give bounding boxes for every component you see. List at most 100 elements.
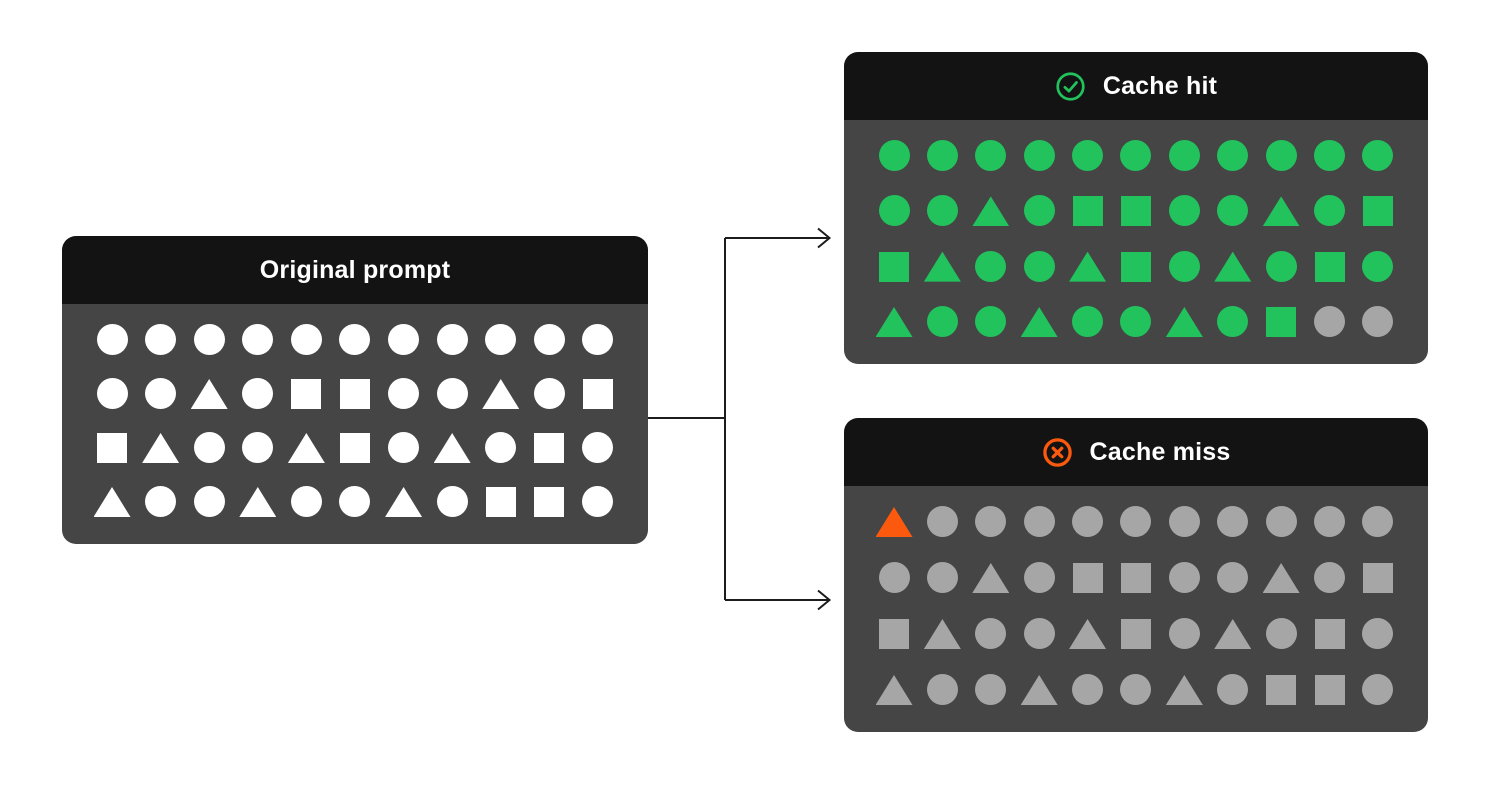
token-square — [530, 487, 568, 517]
token-circle — [875, 562, 913, 593]
token-triangle — [972, 563, 1010, 593]
circle-shape — [290, 486, 322, 517]
token-square — [336, 379, 374, 409]
circle-shape — [1265, 250, 1297, 282]
token-circle — [1214, 562, 1252, 593]
token-circle — [875, 140, 913, 171]
circle-shape — [1265, 140, 1297, 171]
circle-shape — [242, 432, 274, 463]
circle-shape — [290, 324, 322, 355]
token-circle — [1117, 674, 1155, 705]
token-circle — [1117, 305, 1155, 337]
token-circle — [93, 324, 131, 355]
token-triangle — [1214, 619, 1252, 649]
token-circle — [287, 486, 325, 517]
circle-shape — [1362, 618, 1394, 649]
circle-shape — [145, 378, 177, 409]
token-row — [875, 618, 1397, 649]
token-circle — [1069, 674, 1107, 705]
triangle-shape — [1262, 563, 1300, 593]
triangle-shape — [1069, 619, 1107, 649]
token-circle — [1214, 195, 1252, 227]
square-shape — [1120, 563, 1151, 593]
token-circle — [433, 378, 471, 409]
circle-shape — [926, 506, 958, 537]
token-circle — [239, 378, 277, 409]
token-triangle — [875, 507, 913, 537]
token-circle — [385, 432, 423, 463]
circle-shape — [533, 378, 565, 409]
circle-shape — [1023, 506, 1055, 537]
token-circle — [1020, 250, 1058, 282]
triangle-shape — [1214, 251, 1252, 282]
token-circle — [1165, 195, 1203, 227]
token-circle — [923, 562, 961, 593]
token-circle — [1311, 195, 1349, 227]
circle-shape — [1023, 195, 1055, 227]
triangle-shape — [433, 433, 471, 463]
check-circle-icon — [1056, 71, 1085, 101]
token-square — [530, 433, 568, 463]
token-circle — [336, 486, 374, 517]
square-shape — [1120, 619, 1151, 649]
circle-shape — [926, 674, 958, 705]
x-circle-icon — [1042, 437, 1072, 467]
square-shape — [582, 379, 613, 409]
token-circle — [1311, 140, 1349, 171]
triangle-shape — [239, 487, 277, 517]
token-circle — [1262, 506, 1300, 537]
cache-hit-title: Cache hit — [1102, 71, 1218, 100]
token-circle — [1359, 140, 1397, 171]
triangle-shape — [1020, 675, 1058, 705]
square-shape — [534, 487, 565, 517]
token-circle — [287, 324, 325, 355]
token-circle — [1165, 250, 1203, 282]
token-circle — [1214, 140, 1252, 171]
token-circle — [530, 378, 568, 409]
token-circle — [1214, 674, 1252, 705]
cache-miss-title: Cache miss — [1089, 437, 1231, 466]
token-circle — [93, 378, 131, 409]
token-square — [1359, 196, 1397, 227]
token-square — [875, 619, 913, 649]
circle-shape — [436, 486, 468, 517]
cache-miss-token-grid — [844, 486, 1428, 732]
circle-shape — [1362, 506, 1394, 537]
cache-hit-token-grid — [844, 120, 1428, 364]
circle-shape — [582, 486, 614, 517]
token-circle — [1020, 618, 1058, 649]
token-row — [93, 378, 617, 409]
token-circle — [923, 140, 961, 171]
token-circle — [579, 486, 617, 517]
token-triangle — [923, 619, 961, 649]
circle-shape — [242, 378, 274, 409]
token-circle — [190, 324, 228, 355]
square-shape — [339, 433, 370, 463]
triangle-shape — [1069, 251, 1107, 282]
panel-original-prompt: Original prompt — [62, 236, 648, 544]
square-shape — [879, 619, 909, 649]
circle-shape — [1072, 506, 1104, 537]
circle-shape — [485, 432, 517, 463]
triangle-shape — [875, 507, 913, 537]
token-square — [1117, 196, 1155, 227]
token-circle — [433, 486, 471, 517]
connector-line — [648, 237, 829, 601]
circle-shape — [1072, 140, 1104, 171]
circle-shape — [1362, 250, 1394, 282]
token-triangle — [93, 487, 131, 517]
token-triangle — [875, 675, 913, 705]
circle-shape — [339, 486, 371, 517]
circle-shape — [1168, 618, 1200, 649]
circle-shape — [1023, 140, 1055, 171]
circle-shape — [388, 432, 420, 463]
token-square — [579, 379, 617, 409]
circle-shape — [242, 324, 274, 355]
circle-shape — [926, 305, 958, 337]
original-prompt-token-grid — [62, 304, 648, 544]
token-triangle — [287, 433, 325, 463]
token-circle — [1020, 140, 1058, 171]
token-triangle — [1020, 675, 1058, 705]
circle-shape — [533, 324, 565, 355]
